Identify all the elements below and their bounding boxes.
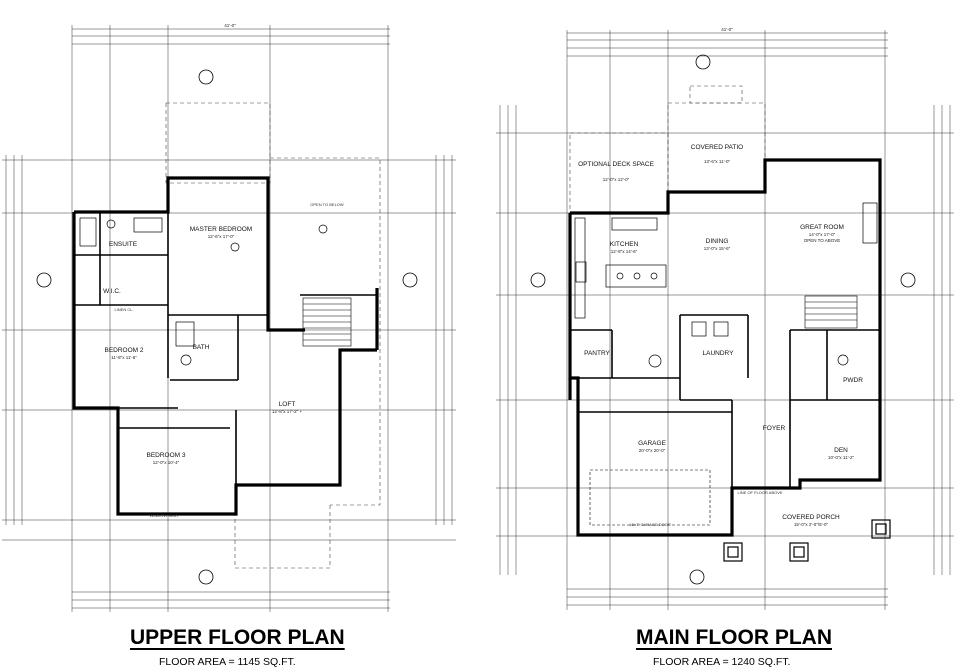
upper-floor-title: UPPER FLOOR PLAN bbox=[130, 626, 345, 649]
main-garage-door bbox=[589, 469, 711, 526]
upper-dimension-lines bbox=[2, 25, 456, 612]
master-bedroom-label: MASTER BEDROOM bbox=[190, 226, 252, 233]
upper-north-arrows bbox=[36, 69, 418, 585]
upper-floor-plan: MASTER BEDROOM 12'-6"x 17'-0" ENSUITE W.… bbox=[2, 23, 456, 612]
covered-patio-size: 13'-6"x 11'-0" bbox=[704, 159, 730, 164]
main-floor-area: FLOOR AREA = 1240 SQ.FT. bbox=[653, 656, 791, 668]
covered-porch-label: COVERED PORCH bbox=[782, 514, 840, 521]
garage-door-note: 16'x7' GARAGE DOOR bbox=[629, 522, 671, 527]
kitchen-label: KITCHEN bbox=[610, 241, 639, 248]
linen-note: LINEN CL. bbox=[114, 307, 133, 312]
den-size: 10'-0"x 11'-2" bbox=[828, 455, 854, 460]
bedroom2-size: 11'-8"x 11'-6" bbox=[111, 355, 137, 360]
bedroom3-size: 12'-0"x 10'-4" bbox=[153, 460, 180, 465]
upper-interior-walls bbox=[74, 212, 377, 485]
laundry-label: LAUNDRY bbox=[703, 350, 735, 357]
main-stairs bbox=[804, 295, 858, 329]
covered-porch-size: 15'-0"x 2'-0"/5'-0" bbox=[794, 522, 829, 527]
main-floor-plan: COVERED PATIO 13'-6"x 11'-0" OPTIONAL DE… bbox=[496, 27, 954, 610]
dining-label: DINING bbox=[706, 238, 729, 245]
main-overall-dimension: 41'-0" bbox=[721, 27, 733, 32]
great-room-label: GREAT ROOM bbox=[800, 224, 844, 231]
pwdr-label: PWDR bbox=[843, 377, 863, 384]
bath-label: BATH bbox=[193, 344, 210, 351]
loft-label: LOFT bbox=[279, 401, 296, 408]
upper-roof-outline bbox=[165, 102, 381, 569]
master-bedroom-size: 12'-6"x 17'-0" bbox=[208, 234, 235, 239]
main-exterior-walls bbox=[568, 158, 882, 537]
great-room-size: 14'-0"x 17'-0" bbox=[809, 232, 836, 237]
bedroom2-label: BEDROOM 2 bbox=[104, 347, 143, 354]
covered-patio-label: COVERED PATIO bbox=[691, 144, 744, 151]
upper-stairs bbox=[302, 297, 352, 347]
deck-label: OPTIONAL DECK SPACE bbox=[578, 161, 655, 168]
window-seat-note: WINDOW SEAT bbox=[150, 513, 179, 518]
den-label: DEN bbox=[834, 447, 848, 454]
main-interior-walls bbox=[570, 314, 880, 488]
main-dimension-lines bbox=[496, 30, 954, 610]
upper-fixtures bbox=[79, 217, 328, 366]
foyer-label: FOYER bbox=[763, 425, 786, 432]
upper-overall-dimension: 41'-0" bbox=[224, 23, 236, 28]
dining-size: 13'-0"x 15'-6" bbox=[704, 246, 731, 251]
wic-label: W.I.C. bbox=[103, 288, 121, 295]
loft-size: 12'-8"x 17'-2" + bbox=[272, 409, 303, 414]
great-room-note: OPEN TO ABOVE bbox=[804, 238, 841, 243]
kitchen-size: 12'-8"x 14'-6" bbox=[611, 249, 638, 254]
main-north-arrows bbox=[530, 54, 916, 585]
main-kitchen-fixtures bbox=[574, 202, 878, 368]
deck-size: 12'-0"x 12'-0" bbox=[603, 177, 630, 182]
garage-label: GARAGE bbox=[638, 440, 666, 447]
ensuite-label: ENSUITE bbox=[109, 241, 138, 248]
pantry-label: PANTRY bbox=[584, 350, 610, 357]
main-floor-title: MAIN FLOOR PLAN bbox=[636, 626, 832, 649]
upper-floor-area: FLOOR AREA = 1145 SQ.FT. bbox=[159, 656, 296, 668]
bedroom3-label: BEDROOM 3 bbox=[146, 452, 185, 459]
line-of-floor-above-note: LINE OF FLOOR ABOVE bbox=[737, 490, 782, 495]
main-porch-columns bbox=[723, 519, 891, 562]
garage-size: 20'-0"x 20'-0" bbox=[639, 448, 666, 453]
open-to-below-label: OPEN TO BELOW bbox=[310, 202, 344, 207]
